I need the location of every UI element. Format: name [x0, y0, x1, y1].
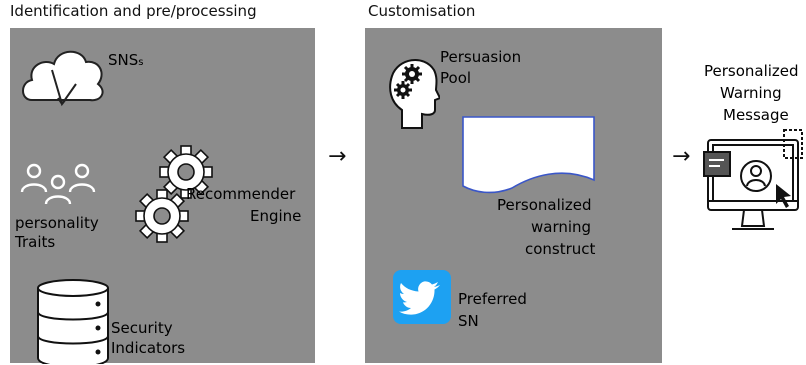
flow-arrow-1: →: [328, 144, 347, 169]
sn-label: SN: [458, 312, 479, 330]
database-icon: [36, 278, 110, 364]
construct-label-3: construct: [525, 240, 596, 258]
construct-label-2: warning: [531, 218, 592, 236]
engine-label: Engine: [250, 207, 302, 225]
traits-label: Traits: [15, 233, 56, 251]
personality-label: personality: [15, 214, 99, 232]
indicators-label: Indicators: [111, 339, 186, 357]
security-label: Security: [111, 319, 173, 337]
stage2-heading: Customisation: [368, 2, 476, 20]
sns-label: SNSs: [108, 51, 143, 72]
people-icon: [20, 162, 100, 208]
output-label-2: Warning: [720, 84, 782, 102]
output-label-1: Personalized: [704, 62, 799, 80]
document-shape: [462, 116, 596, 196]
preferred-label: Preferred: [458, 290, 527, 308]
head-gears-icon: [386, 52, 440, 130]
construct-label-1: Personalized: [497, 196, 592, 214]
persuasion-label: Persuasion: [440, 48, 522, 66]
recommender-label: Recommender: [186, 185, 296, 203]
sns-subscript: s: [138, 57, 144, 68]
pool-label: Pool: [440, 69, 472, 87]
monitor-profile-icon: [702, 126, 806, 236]
twitter-icon: [393, 270, 451, 324]
output-label-3: Message: [723, 106, 789, 124]
cloud-icon: [18, 40, 110, 112]
flow-arrow-2: →: [672, 144, 691, 169]
stage1-heading: Identification and pre/processing: [10, 2, 257, 20]
sns-text: SNS: [108, 51, 139, 69]
